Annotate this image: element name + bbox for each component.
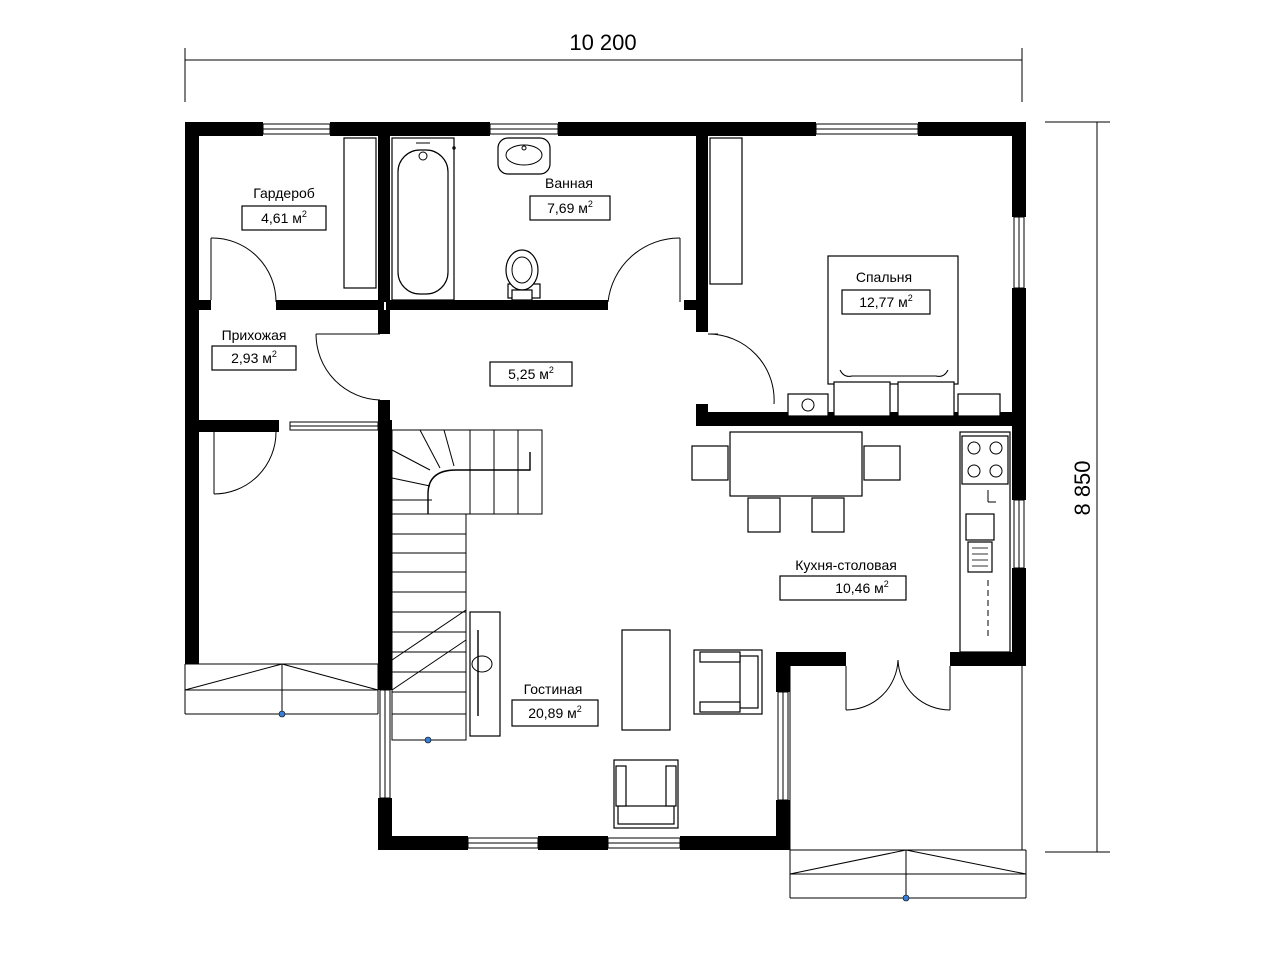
room-hall-area: 5,25 м [508,366,549,382]
room-vannaya-area: 7,69 м [547,200,588,216]
room-garderob-unit-exp: 2 [302,209,307,219]
walls [185,122,1026,850]
windows [262,123,1025,849]
room-gostinaya-unit-exp: 2 [577,704,582,714]
room-gostinaya-area: 20,89 м [528,705,577,721]
room-prihozhaya-unit-exp: 2 [272,349,277,359]
room-kuhnya: Кухня-столовая 10,46 м2 [779,557,907,601]
room-prihozhaya: Прихожая 2,93 м2 [211,327,297,371]
terrace-right-marker [902,894,910,902]
tv-stand [469,611,501,737]
wardrobe-shelf [343,137,377,289]
bathtub [391,137,456,301]
room-kuhnya-area: 10,46 м [835,580,884,596]
svg-text:20,89 м2: 20,89 м2 [528,704,582,721]
room-garderob: Гардероб 4,61 м2 [241,185,327,231]
toilet [505,249,541,301]
room-garderob-name: Гардероб [253,185,315,201]
svg-text:4,61 м2: 4,61 м2 [261,209,307,226]
room-gostinaya-name: Гостиная [524,681,583,697]
terrace-right [789,666,1027,902]
armchair-bottom [613,759,679,829]
armchair-right [693,649,763,715]
room-kuhnya-name: Кухня-столовая [795,557,897,573]
svg-text:12,77 м2: 12,77 м2 [859,293,913,310]
room-vannaya-name: Ванная [545,175,593,191]
kitchen-counter [959,431,1011,653]
svg-text:10,46 м2: 10,46 м2 [835,579,889,596]
room-prihozhaya-area: 2,93 м [231,350,272,366]
room-hall: 5,25 м2 [489,361,573,387]
porch-left [184,663,379,718]
room-spalnya-name: Спальня [856,269,912,285]
dimension-height: 8 850 [1045,121,1110,853]
room-spalnya-area: 12,77 м [859,294,908,310]
stair-marker [424,736,432,744]
svg-text:5,25 м2: 5,25 м2 [508,365,554,382]
bed [787,255,1001,417]
dining-table [691,431,901,533]
bathroom-sink [497,137,551,175]
dimension-height-label: 8 850 [1070,460,1095,515]
room-garderob-area: 4,61 м [261,210,302,226]
room-spalnya: Спальня 12,77 м2 [841,269,931,315]
svg-text:7,69 м2: 7,69 м2 [547,199,593,216]
room-kuhnya-unit-exp: 2 [884,579,889,589]
svg-text:2,93 м2: 2,93 м2 [231,349,277,366]
doors [210,237,951,711]
staircase [391,429,543,744]
room-vannaya: Ванная 7,69 м2 [529,175,611,221]
room-hall-unit-exp: 2 [549,365,554,375]
room-gostinaya: Гостиная 20,89 м2 [511,681,599,727]
dimension-width-label: 10 200 [569,30,636,55]
porch-left-marker [278,710,286,718]
room-prihozhaya-name: Прихожая [222,327,287,343]
room-vannaya-unit-exp: 2 [588,199,593,209]
dimension-width: 10 200 [184,30,1023,102]
coffee-table [621,629,671,731]
bedroom-wardrobe [709,137,743,285]
room-spalnya-unit-exp: 2 [908,293,913,303]
